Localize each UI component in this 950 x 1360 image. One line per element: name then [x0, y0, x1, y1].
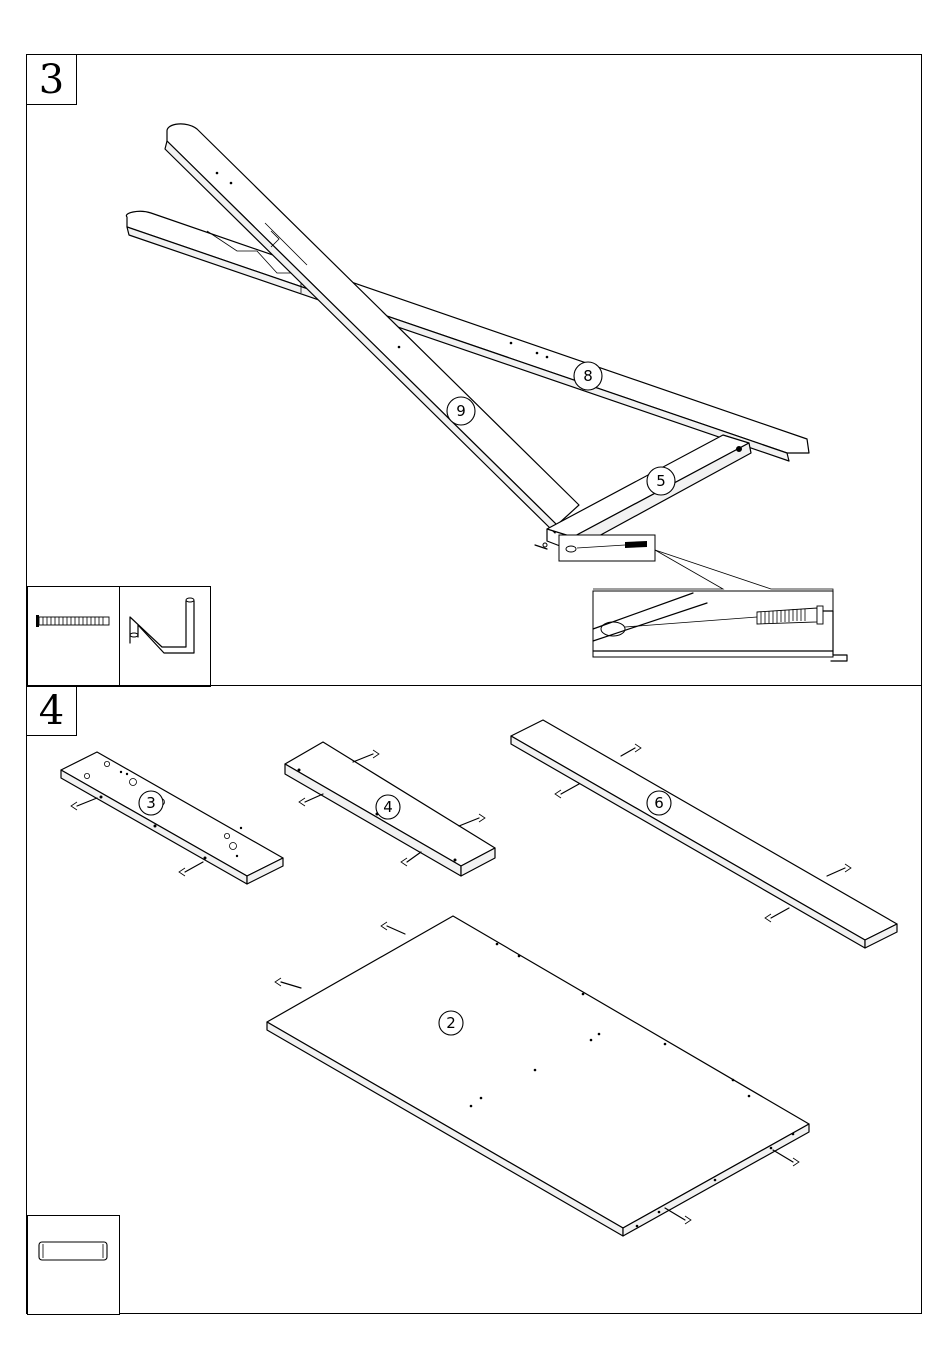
hardware-box-bolt: [27, 586, 120, 687]
step-4-diagram: 3 4 6 2: [27, 686, 923, 1315]
part-callout-2: 2: [439, 1011, 463, 1035]
step-3-panel: 3: [26, 54, 922, 686]
svg-text:8: 8: [583, 367, 593, 385]
svg-text:9: 9: [456, 402, 466, 420]
panel-part-2: [267, 916, 809, 1236]
part-callout-4: 4: [376, 795, 400, 819]
hardware-box-dowel: [27, 1215, 120, 1315]
part-callout-9: 9: [447, 397, 475, 425]
hardware-box-allen-key: [119, 586, 211, 687]
allen-key-icon: [120, 587, 212, 688]
svg-text:3: 3: [146, 794, 156, 812]
svg-text:6: 6: [654, 794, 664, 812]
bolt-icon: [28, 587, 121, 688]
part-callout-6: 6: [647, 791, 671, 815]
svg-text:4: 4: [383, 798, 393, 816]
part-callout-8: 8: [574, 362, 602, 390]
leg-part-9: [165, 124, 579, 533]
panel-part-3: [61, 752, 283, 884]
detail-inset: [593, 591, 847, 661]
wooden-dowel-icon: [28, 1216, 121, 1316]
part-callout-5: 5: [647, 467, 675, 495]
step-4-panel: 4: [26, 685, 922, 1314]
panel-part-6: [511, 720, 897, 948]
detail-highlight-box: [559, 535, 655, 561]
svg-text:5: 5: [656, 472, 666, 490]
part-callout-3: 3: [139, 791, 163, 815]
svg-text:2: 2: [446, 1014, 456, 1032]
